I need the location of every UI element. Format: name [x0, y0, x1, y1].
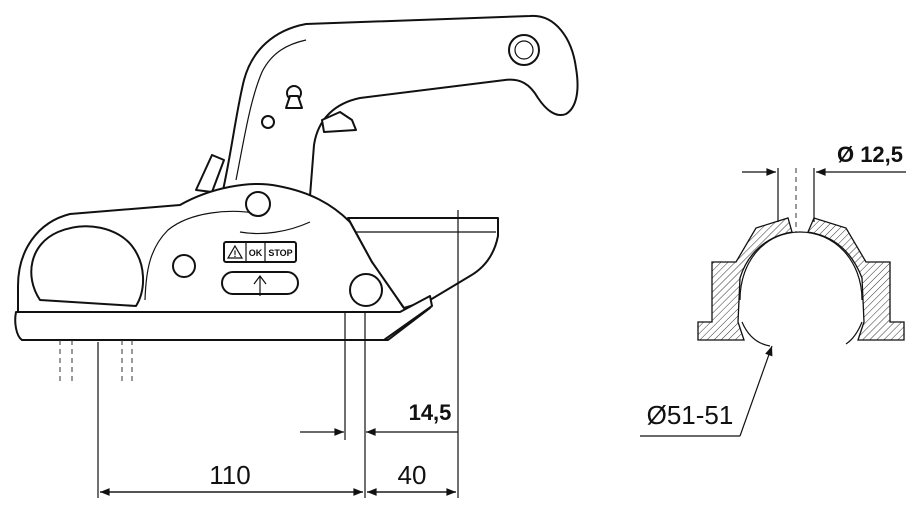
bottom-plate	[14, 295, 433, 341]
locking-tab	[321, 111, 357, 133]
pivot-bolt-lower	[349, 273, 383, 307]
handle-lever	[221, 14, 579, 197]
warning-symbol: !	[234, 249, 237, 259]
dimension-14-5: 14,5	[409, 400, 452, 425]
section-view	[697, 168, 905, 347]
ball-socket	[30, 225, 145, 307]
spring-arm	[195, 154, 225, 193]
small-rivet	[261, 115, 275, 129]
dimension-ball-leader	[640, 345, 773, 437]
handle-inner-line	[235, 39, 307, 181]
pivot-bolt-upper	[245, 191, 271, 217]
arrow-up-icon	[253, 275, 267, 296]
dimension-110: 110	[209, 460, 250, 490]
safety-decal: ! OK STOP	[221, 241, 299, 296]
ball-arc	[739, 231, 863, 301]
decal-stop-label: STOP	[268, 248, 292, 258]
dimension-hole-diameter: Ø 12,5	[837, 142, 903, 167]
dimension-40: 40	[398, 460, 427, 490]
warning-triangle-icon	[226, 244, 244, 259]
handle-bolt	[508, 34, 540, 66]
keyhole-icon	[285, 85, 303, 109]
dimension-ball-diameter: Ø51-51	[647, 400, 734, 430]
decal-ok-label: OK	[249, 248, 263, 258]
pivot-bolt-left	[172, 254, 196, 278]
ball-outline-dashed	[59, 340, 133, 384]
dimension-lines-left	[97, 210, 459, 498]
coupling-head-view: ! OK STOP	[14, 14, 579, 384]
